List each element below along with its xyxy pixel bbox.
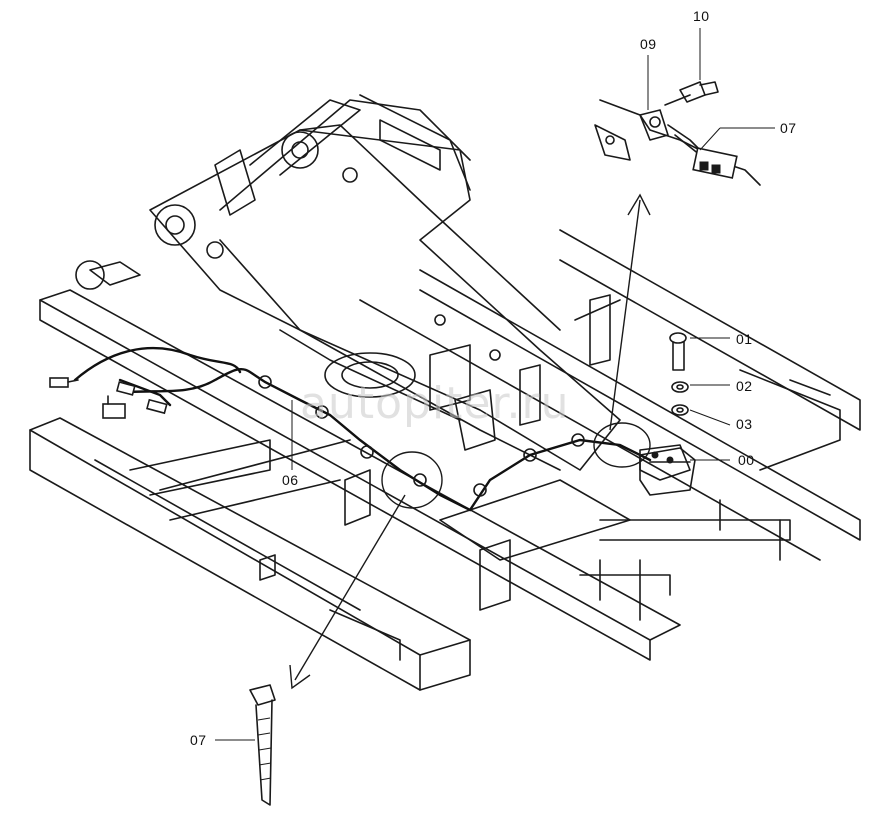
cable-tie xyxy=(249,684,276,806)
callout-01: 01 xyxy=(736,331,753,347)
undercarriage-frame xyxy=(29,229,861,691)
detail-bracket-clamp xyxy=(594,81,761,186)
leader-arrows xyxy=(215,28,775,741)
callout-02: 02 xyxy=(736,378,753,394)
callout-09: 09 xyxy=(640,36,657,52)
callout-07-top: 07 xyxy=(780,120,797,136)
callout-07-bottom: 07 xyxy=(190,732,207,748)
callout-10: 10 xyxy=(693,8,710,24)
callout-00: 00 xyxy=(738,452,755,468)
callout-03: 03 xyxy=(736,416,753,432)
watermark-text: autopiter.ru xyxy=(300,378,570,429)
wire-harness xyxy=(49,346,691,512)
callout-06: 06 xyxy=(282,472,299,488)
boom-assembly xyxy=(149,94,621,471)
switch-parts xyxy=(639,332,696,496)
